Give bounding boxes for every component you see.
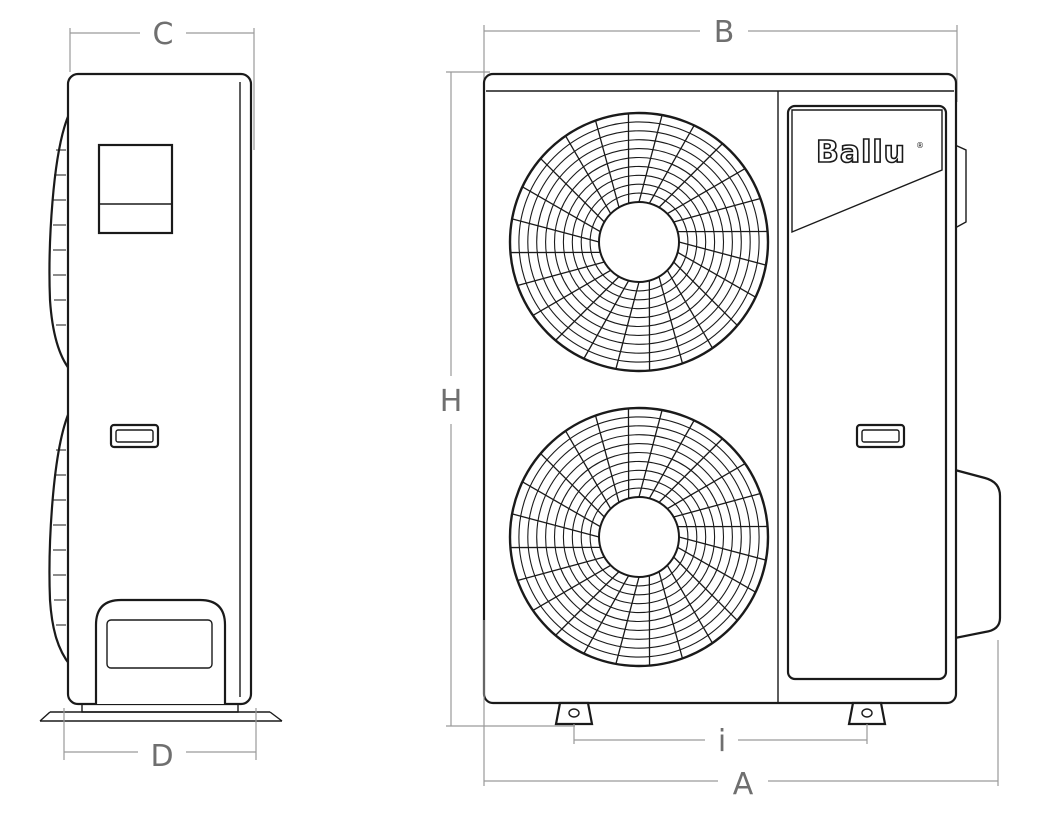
dimension-i: i xyxy=(573,724,868,759)
side-handle xyxy=(109,423,160,449)
service-valve-box xyxy=(953,468,1002,640)
rear-fan-bulge-upper xyxy=(48,111,72,374)
pipe-cover xyxy=(94,598,227,704)
mounting-foot-right xyxy=(847,701,887,726)
rear-fan-grille-hatching xyxy=(53,149,66,626)
dimension-label-h: H xyxy=(440,384,463,419)
side-base-foot xyxy=(81,704,239,713)
logo-plate xyxy=(791,109,943,234)
dimension-a: A xyxy=(483,620,999,802)
fan-grille-upper xyxy=(508,111,770,373)
mounting-foot-left xyxy=(554,701,594,726)
rear-fan-bulge-lower xyxy=(48,409,72,669)
dimension-label-c: C xyxy=(153,17,174,52)
fan-grille-lower xyxy=(508,406,770,668)
side-service-panel xyxy=(786,104,948,681)
front-handle xyxy=(855,423,906,449)
side-view: C xyxy=(39,17,283,774)
dimension-label-d: D xyxy=(150,739,173,774)
dimension-label-a: A xyxy=(733,767,754,802)
dimension-c: C xyxy=(69,17,255,150)
terminal-cover xyxy=(97,143,174,235)
brand-logo-text: Ballu xyxy=(816,135,906,170)
front-view: B H Ballu ® xyxy=(440,15,1002,802)
dimension-h: H xyxy=(440,71,575,727)
dimension-label-b: B xyxy=(714,15,735,50)
dimension-d: D xyxy=(63,708,257,774)
brand-registered-mark: ® xyxy=(916,141,924,150)
dimension-label-i: i xyxy=(718,724,726,759)
